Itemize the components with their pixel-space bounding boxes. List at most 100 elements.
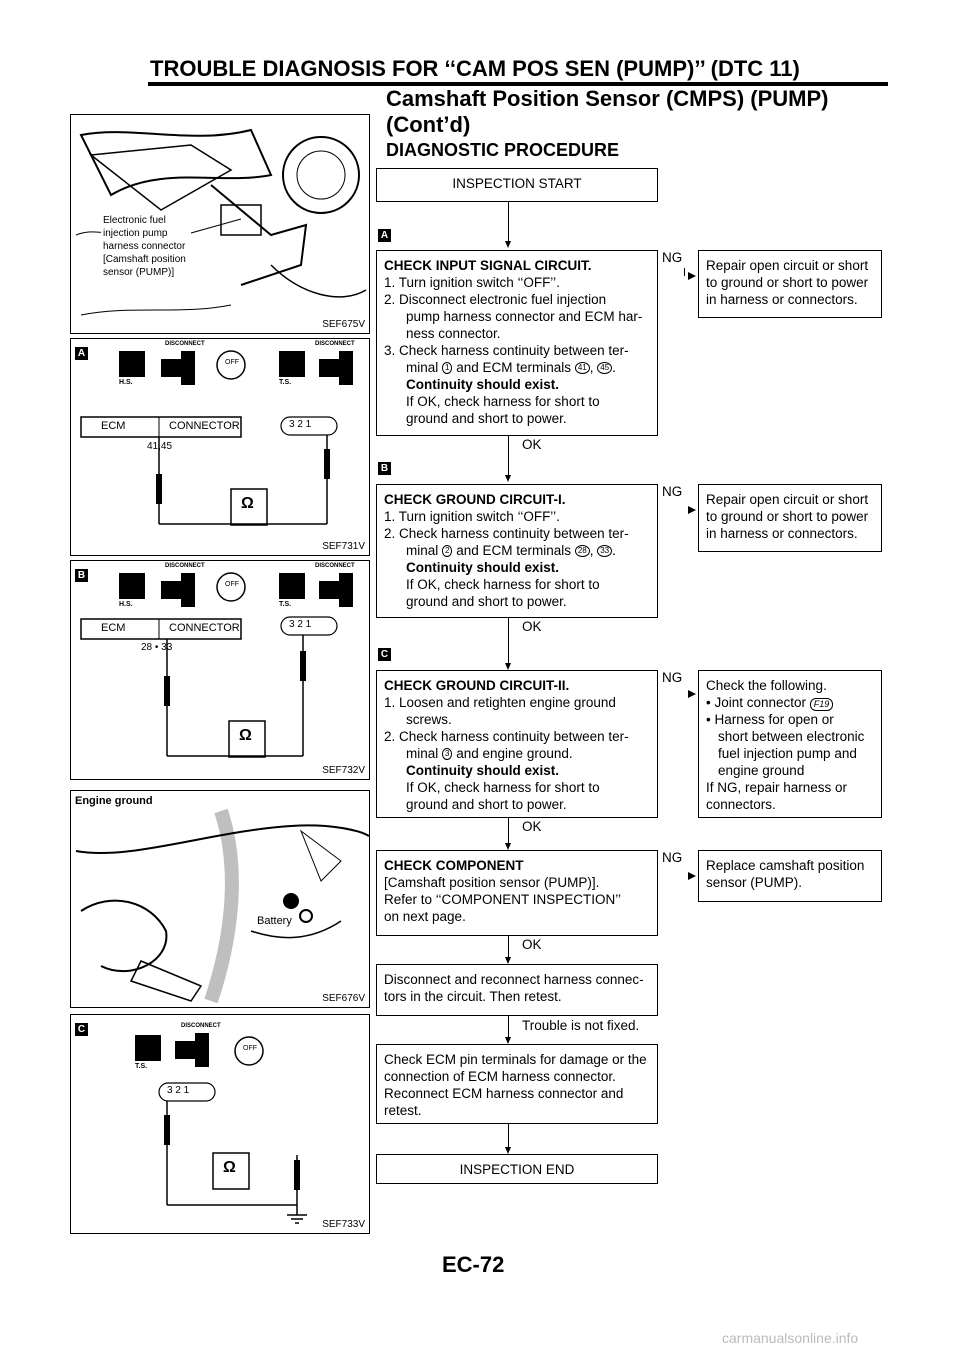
terminal-badge: 28 [574,545,590,558]
step-a-title: CHECK INPUT SIGNAL CIRCUIT. [384,258,592,273]
terminal-badge: 3 [442,748,453,761]
step-text: ground and short to power. [406,797,567,812]
step-text: minal [406,360,439,375]
step-text: pump harness connector and ECM har- [406,309,643,324]
step-marker-c: C [378,648,391,661]
terminal-badge: 41 [574,362,590,375]
callout-line: [Camshaft position [103,254,186,265]
step-text: minal [406,746,439,761]
off-label: OFF [225,581,239,588]
step-text: and ECM terminals [456,360,572,375]
step-text: ness connector. [406,326,501,341]
terminal-badge: 1 [442,362,453,375]
disconnect-label: DISCONNECT [181,1023,221,1029]
figure-circuit-b: B H.S. T.S. DISCONNECT DISCONNECT OFF EC… [70,560,370,780]
callout-line: injection pump [103,228,168,239]
figure-circuit-c: C T.S. DISCONNECT OFF 3 2 1 Ω SEF733V [70,1014,370,1234]
step-text: 2. Check harness continuity between ter- [384,729,629,744]
step-text: and ECM terminals [456,543,572,558]
ts-label: T.S. [279,379,292,386]
step-text: minal 3 and engine ground. [384,745,650,762]
step-text: minal 1 and ECM terminals 41, 45. [406,360,616,375]
disconnect-label: DISCONNECT [165,563,205,569]
step-b-box: CHECK GROUND CIRCUIT-I. 1. Turn ignition… [376,484,658,618]
right-arrow-icon [688,690,696,698]
ts-label: T.S. [135,1063,148,1070]
terminal-label: 28 • 33 [141,642,173,653]
header-title: TROUBLE DIAGNOSIS FOR ‘‘CAM POS SEN (PUM… [150,56,800,81]
ok-label: OK [522,819,542,834]
figure-pump-connector: Electronic fuel injection pump harness c… [70,114,370,334]
step-marker-b: B [378,462,391,475]
pin-label: 3 2 1 [167,1085,190,1096]
step-text: minal [406,543,439,558]
disconnect-label: DISCONNECT [315,341,355,347]
step-marker-c: C [75,1023,88,1036]
step-text: Refer to ‘‘COMPONENT INSPECTION’’ [384,892,622,907]
ts-label: T.S. [279,601,292,608]
step-text: 1. Loosen and retighten engine ground [384,695,616,710]
circuit-diagram-a [80,350,353,526]
inspection-start-box: INSPECTION START [376,168,658,202]
figure-code: SEF733V [322,1219,365,1230]
step-text: [Camshaft position sensor (PUMP)]. [384,875,600,890]
terminal-label: 41,45 [147,441,173,452]
step-text: • Harness for open or [706,712,834,727]
disconnect-label: DISCONNECT [165,341,205,347]
continuity-note: Continuity should exist. [406,763,560,778]
pump-connector-callout: Electronic fuel injection pump harness c… [101,213,188,280]
inspection-start-label: INSPECTION START [452,176,582,191]
figure-code: SEF731V [322,541,365,552]
down-arrow-icon [505,663,511,670]
hs-label: H.S. [119,379,133,386]
step-text: minal 2 and ECM terminals 28, 33. [406,543,616,558]
step-text: 1. Turn ignition switch ‘‘OFF’’. [384,275,560,290]
flow-line [508,202,509,242]
header-subtitle: Camshaft Position Sensor (CMPS) (PUMP) (… [386,86,828,138]
down-arrow-icon [505,957,511,964]
inspection-end-box: INSPECTION END [376,1154,658,1184]
callout-line: sensor (PUMP)] [103,267,175,278]
ok-label: OK [522,437,542,452]
step-f-box: Check ECM pin terminals for damage or th… [376,1044,658,1124]
engine-ground-illustration [75,808,369,1004]
step-c-ng-box: Check the following. • Joint connector F… [698,670,882,818]
terminal-badge: 33 [597,545,613,558]
battery-callout: Battery [257,915,292,927]
continuity-note: Continuity should exist. [406,377,560,392]
ok-label: OK [522,937,542,952]
step-d-ng-box: Replace camshaft position sensor (PUMP). [698,850,882,902]
circuit-diagram-b [80,572,353,758]
ng-label: NG [662,850,683,865]
page-number: EC-72 [442,1252,505,1277]
ng-label: NG [662,670,683,685]
step-text: If NG, repair harness or [706,780,848,795]
connector-label: CONNECTOR [169,420,240,432]
figure-code: SEF675V [322,319,365,330]
subtitle-line-2: (Cont’d) [386,112,471,137]
step-text: 1. Turn ignition switch ‘‘OFF’’. [384,509,560,524]
right-arrow-icon [688,506,696,514]
flow-line [684,268,685,276]
step-c-box: CHECK GROUND CIRCUIT-II. 1. Loosen and r… [376,670,658,818]
callout-line: Electronic fuel [103,215,166,226]
step-text: engine ground [718,763,805,778]
ecm-label: ECM [101,622,126,634]
right-arrow-icon [688,272,696,280]
step-text: Disconnect and reconnect harness connec- [384,972,644,987]
off-label: OFF [225,359,239,366]
hs-label: H.S. [119,601,133,608]
result-label: Trouble is not fixed. [522,1018,640,1033]
subtitle-line-1: Camshaft Position Sensor (CMPS) (PUMP) [386,86,829,111]
connector-badge: F19 [809,698,834,711]
engine-ground-callout: Engine ground [75,795,153,807]
ng-label: NG [662,484,683,499]
step-e-box: Disconnect and reconnect harness connec-… [376,964,658,1016]
flow-line [508,618,509,664]
continuity-note: Continuity should exist. [406,560,560,575]
ohm-icon: Ω [241,495,254,512]
step-text: Check the following. [706,678,827,693]
flow-line [508,1016,509,1038]
step-text: If OK, check harness for short to [406,577,600,592]
callout-line: harness connector [103,241,186,252]
